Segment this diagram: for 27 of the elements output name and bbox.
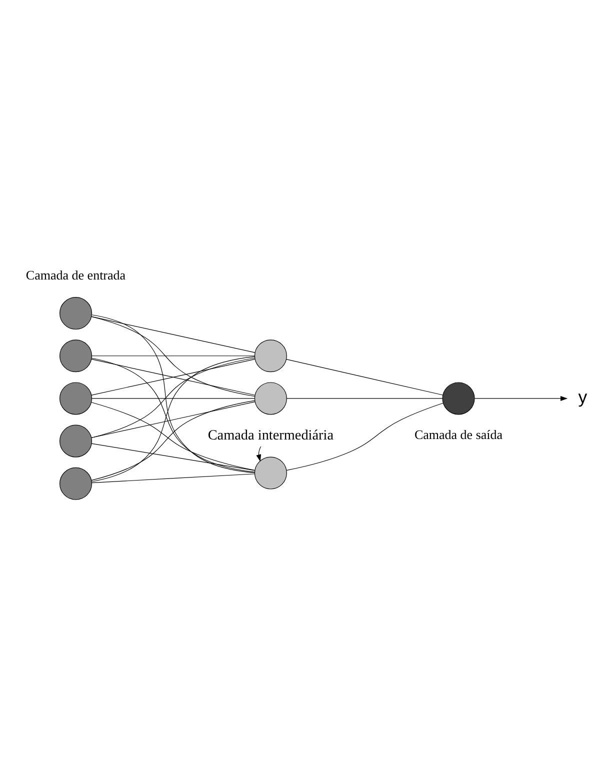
connector xyxy=(286,402,444,471)
node-circle xyxy=(442,382,475,415)
label: Camada de entrada xyxy=(26,267,126,282)
connector xyxy=(286,359,443,396)
node-text: y xyxy=(578,386,588,407)
connector xyxy=(91,443,255,471)
connector xyxy=(91,474,256,484)
connector xyxy=(91,358,256,396)
connector xyxy=(91,402,256,438)
connector xyxy=(92,398,255,399)
node-circle xyxy=(60,382,92,415)
node-circle xyxy=(60,467,92,500)
node-circle xyxy=(254,340,287,372)
node-circle xyxy=(60,297,92,330)
arrow xyxy=(256,446,262,462)
arrow xyxy=(474,396,568,401)
node-text: Camada intermediária xyxy=(208,427,334,444)
connector xyxy=(286,398,443,399)
node-circle xyxy=(254,382,287,415)
connector xyxy=(91,316,256,353)
connector xyxy=(91,358,256,438)
connector xyxy=(91,316,256,397)
node-circle xyxy=(60,340,92,372)
label: Camada de saída xyxy=(414,427,503,442)
connector xyxy=(92,314,255,473)
node-circle xyxy=(254,456,287,490)
node-circle xyxy=(60,424,92,458)
